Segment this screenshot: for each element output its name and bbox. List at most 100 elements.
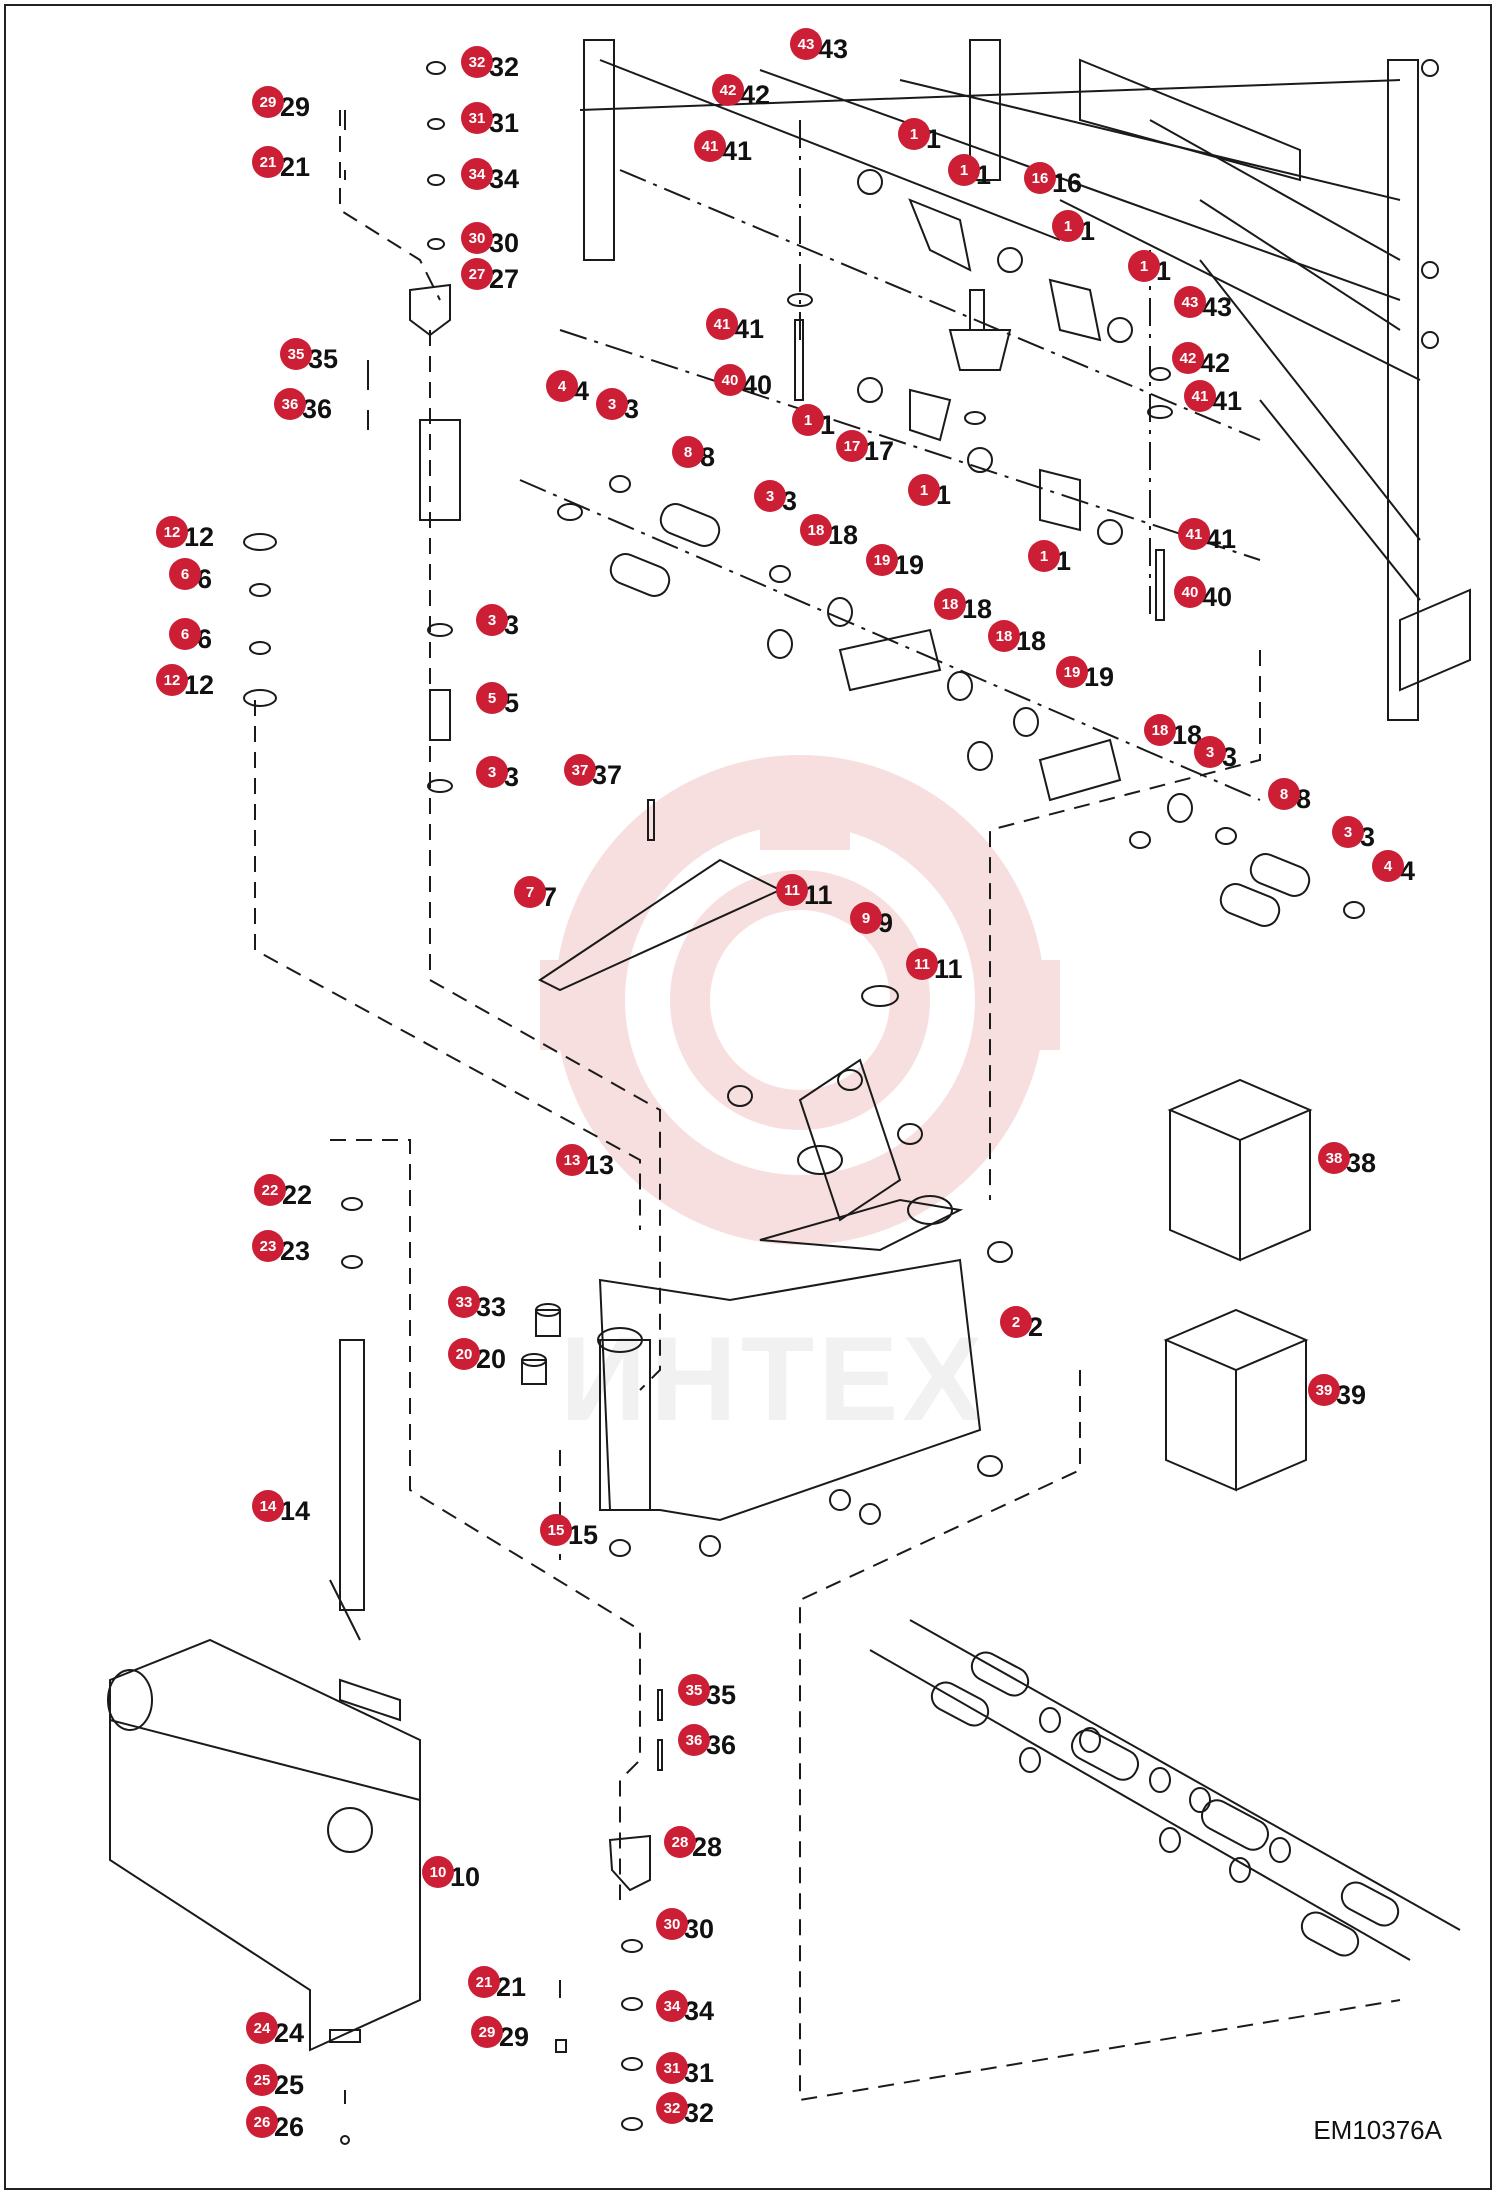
callout-2: 22 bbox=[1000, 1306, 1043, 1342]
callout-badge bbox=[476, 682, 508, 714]
diagram-frame bbox=[4, 4, 1492, 2190]
part-number-label: 35 bbox=[308, 344, 338, 374]
callout-badge-number: 3 bbox=[766, 488, 774, 505]
callout-badge-number: 8 bbox=[1280, 786, 1288, 803]
part-number-label: 11 bbox=[804, 880, 833, 910]
part-number-label: 42 bbox=[1200, 348, 1230, 378]
part-number-label: 11 bbox=[934, 954, 963, 984]
callout-badge bbox=[476, 756, 508, 788]
callout-badge-number: 19 bbox=[1064, 664, 1081, 681]
callout-badge-number: 31 bbox=[664, 2060, 681, 2077]
callout-badge bbox=[656, 2092, 688, 2124]
part-number-label: 19 bbox=[1084, 662, 1114, 692]
part-number-label: 21 bbox=[280, 152, 310, 182]
callout-badge-number: 15 bbox=[548, 1522, 565, 1539]
callout-badge-number: 33 bbox=[456, 1294, 473, 1311]
callout-badge bbox=[461, 46, 493, 78]
callout-badge-number: 36 bbox=[686, 1732, 703, 1749]
callout-badge bbox=[906, 948, 938, 980]
callout-badge bbox=[988, 620, 1020, 652]
callout-badge bbox=[1174, 286, 1206, 318]
callout-badge bbox=[836, 430, 868, 462]
callout-3: 33 bbox=[754, 480, 797, 516]
callout-badge bbox=[448, 1338, 480, 1370]
callout-badge-number: 40 bbox=[1182, 584, 1199, 601]
callout-1: 11 bbox=[1028, 540, 1071, 576]
callout-badge-number: 17 bbox=[844, 438, 861, 455]
callout-badge-number: 22 bbox=[262, 1182, 279, 1199]
callout-badge-number: 26 bbox=[254, 2114, 271, 2131]
callout-badge bbox=[678, 1674, 710, 1706]
pin-stack-lower bbox=[329, 1689, 663, 2145]
callout-layer: 3232292931312121343430302727353536361212… bbox=[156, 28, 1415, 2142]
callout-badge bbox=[1056, 656, 1088, 688]
callout-badge-number: 37 bbox=[572, 762, 589, 779]
callout-badge bbox=[712, 74, 744, 106]
callout-badge-number: 18 bbox=[942, 596, 959, 613]
callout-badge-number: 28 bbox=[672, 1834, 689, 1851]
callout-badge bbox=[1268, 778, 1300, 810]
callout-badge bbox=[274, 388, 306, 420]
part-number-label: 24 bbox=[274, 2018, 304, 2048]
callout-badge-number: 36 bbox=[282, 396, 299, 413]
part-number-label: 39 bbox=[1336, 1380, 1366, 1410]
callout-badge-number: 21 bbox=[260, 154, 277, 171]
callout-badge-number: 20 bbox=[456, 1346, 473, 1363]
callout-badge bbox=[1308, 1374, 1340, 1406]
callout-badge-number: 21 bbox=[476, 1974, 493, 1991]
part-number-label: 43 bbox=[1202, 292, 1232, 322]
callout-badge-number: 34 bbox=[664, 1998, 681, 2015]
callout-badge-number: 12 bbox=[164, 672, 181, 689]
kit-box-39 bbox=[1163, 1308, 1309, 1492]
callout-badge bbox=[546, 370, 578, 402]
callout-badge bbox=[246, 2064, 278, 2096]
callout-badge-number: 1 bbox=[1064, 218, 1072, 235]
callout-badge bbox=[1174, 576, 1206, 608]
part-number-label: 41 bbox=[734, 314, 764, 344]
callout-badge-number: 42 bbox=[720, 82, 737, 99]
callout-badge bbox=[246, 2106, 278, 2138]
part-number-label: 28 bbox=[692, 1832, 722, 1862]
part-number-label: 36 bbox=[302, 394, 332, 424]
callout-badge-number: 30 bbox=[664, 1916, 681, 1933]
callout-badge bbox=[850, 902, 882, 934]
callout-badge bbox=[706, 308, 738, 340]
callout-badge-number: 41 bbox=[702, 138, 719, 155]
callout-badge bbox=[678, 1724, 710, 1756]
callout-badge-number: 30 bbox=[469, 230, 486, 247]
callout-badge-number: 42 bbox=[1180, 350, 1197, 367]
callout-badge-number: 14 bbox=[260, 1498, 277, 1515]
callout-badge-number: 43 bbox=[798, 36, 815, 53]
part-number-label: 18 bbox=[1016, 626, 1046, 656]
callout-badge-number: 35 bbox=[288, 346, 305, 363]
part-number-label: 38 bbox=[1346, 1148, 1376, 1178]
callout-badge-number: 3 bbox=[1344, 824, 1352, 841]
callout-9: 99 bbox=[850, 902, 893, 938]
callout-badge-number: 25 bbox=[254, 2072, 271, 2089]
callout-badge-number: 40 bbox=[722, 372, 739, 389]
part-number-label: 12 bbox=[184, 522, 214, 552]
part-number-label: 30 bbox=[489, 228, 519, 258]
callout-badge bbox=[776, 874, 808, 906]
callout-badge bbox=[664, 1826, 696, 1858]
callout-badge-number: 1 bbox=[910, 126, 918, 143]
part-number-label: 22 bbox=[282, 1180, 312, 1210]
callout-badge-number: 7 bbox=[526, 884, 534, 901]
